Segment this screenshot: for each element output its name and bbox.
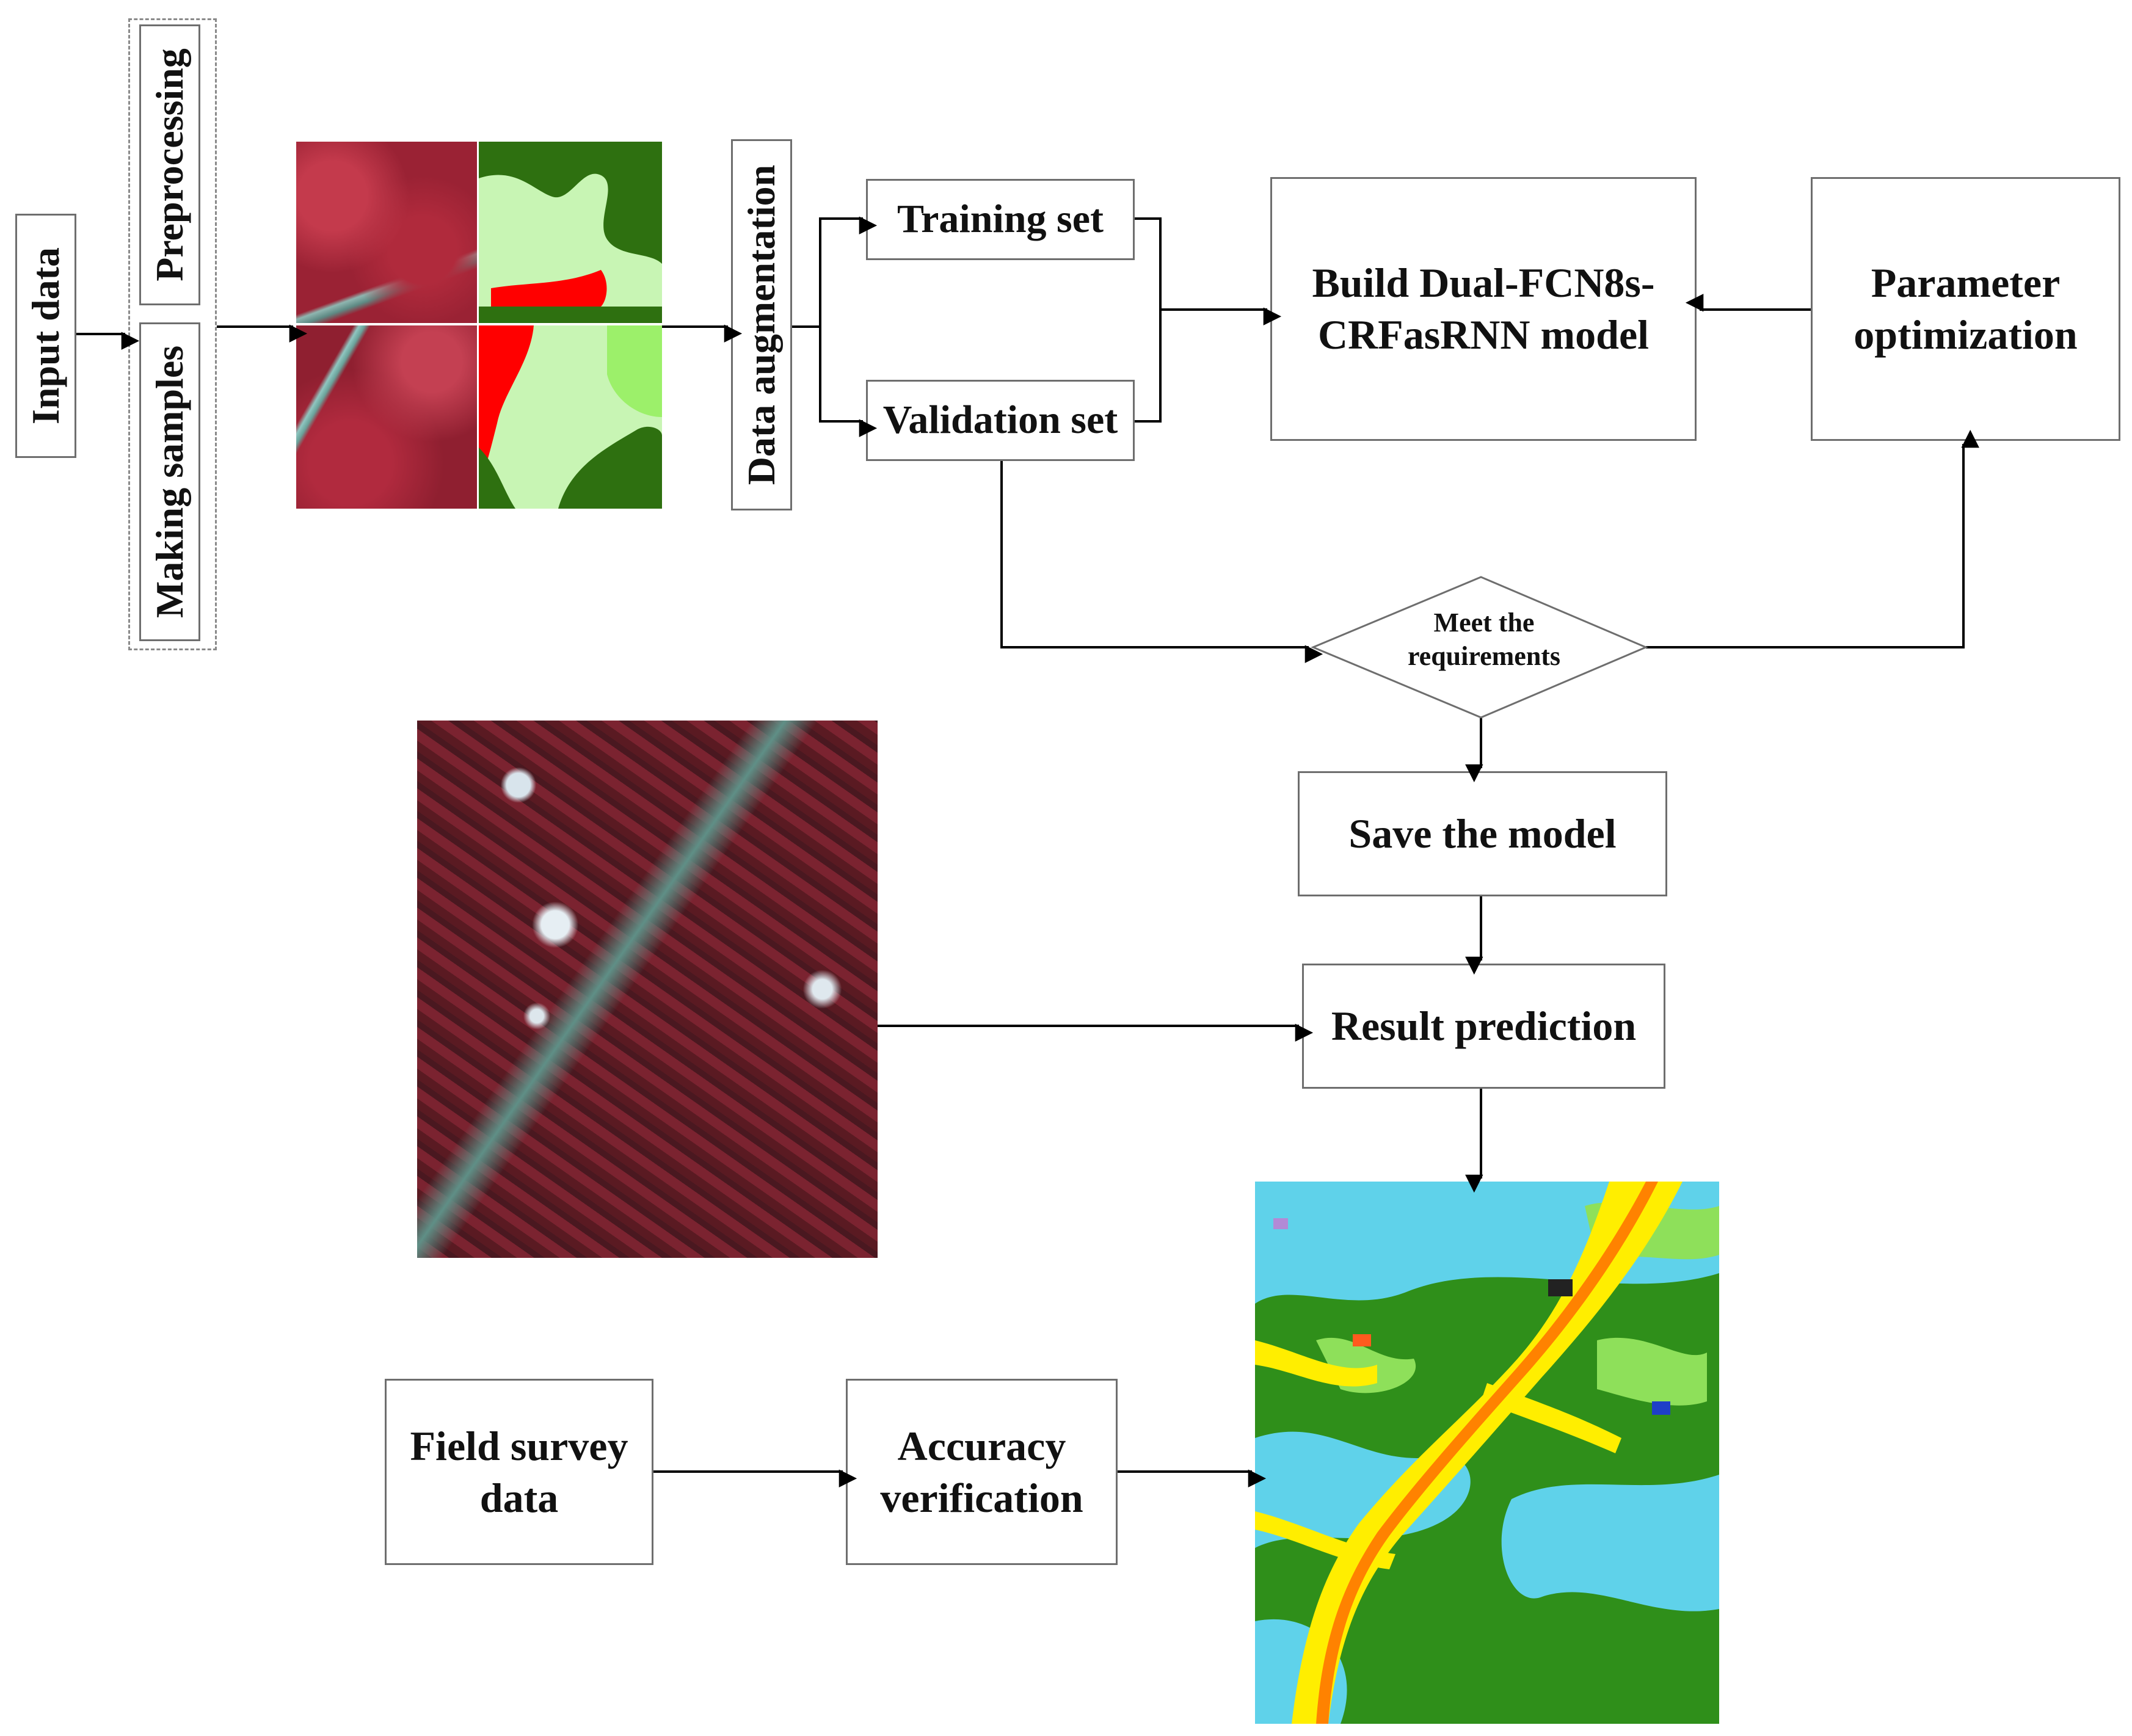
meet-requirements-diamond [1311,576,1648,719]
preprocessing-box: Preprocessing [139,24,200,305]
result-prediction-box: Result prediction [1302,964,1665,1089]
meet-requirements-label: Meet the requirements [1313,606,1655,673]
parameter-optimization-box: Parameter optimization [1811,177,2120,441]
field-survey-label-line2: data [479,1474,559,1521]
meet-requirements-label-line2: requirements [1407,641,1561,671]
build-model-label-line1: Build Dual-FCN8s- [1312,260,1655,306]
training-set-label: Training set [897,197,1104,242]
accuracy-verification-box: Accuracy verification [846,1379,1118,1565]
arrow-training-to-build [1135,217,1282,325]
input-satellite-scene [417,721,878,1258]
parameter-optimization-label-line2: optimization [1854,311,2078,358]
arrow-decision-to-parameter [1646,429,1979,648]
arrow-augmentation-to-validation [819,327,878,437]
classification-result-map [1255,1182,1719,1724]
save-model-box: Save the model [1298,771,1667,896]
accuracy-verification-label-line2: verification [880,1474,1083,1521]
validation-set-label: Validation set [882,398,1118,443]
build-model-box: Build Dual-FCN8s- CRFasRNN model [1270,177,1697,441]
validation-set-box: Validation set [866,380,1135,461]
result-prediction-label: Result prediction [1331,1003,1637,1049]
build-model-label-line2: CRFasRNN model [1317,311,1650,358]
making-samples-box: Making samples [139,322,200,641]
field-survey-data-box: Field survey data [385,1379,653,1565]
training-set-box: Training set [866,179,1135,260]
accuracy-verification-label-line1: Accuracy [897,1422,1066,1469]
arrow-validation-to-decision [1000,461,1323,663]
parameter-optimization-label-line1: Parameter [1871,260,2061,306]
sample-label-mask-1 [479,142,662,323]
sample-satellite-image-2 [296,325,477,509]
arrow-augmentation-to-training [792,216,878,328]
field-survey-label-line1: Field survey [410,1422,628,1469]
meet-requirements-label-line1: Meet the [1433,608,1535,637]
sample-label-mask-2 [479,325,662,509]
save-model-label: Save the model [1348,810,1617,857]
line-validation-to-build [1135,310,1162,423]
sample-satellite-image-1 [296,142,477,323]
input-data-box: Input data [15,214,76,458]
